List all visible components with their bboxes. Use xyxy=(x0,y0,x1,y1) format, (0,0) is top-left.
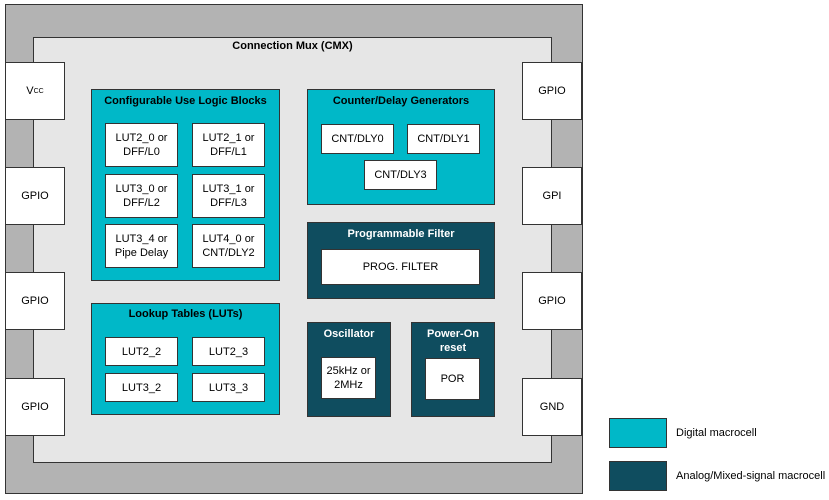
por-cell: POR xyxy=(425,358,480,400)
pin-left-2: GPIO xyxy=(5,167,65,225)
logic-cell: LUT3_1 or DFF/L3 xyxy=(192,174,265,218)
por-title: Power-On reset xyxy=(427,328,479,354)
lut-cell: LUT3_3 xyxy=(192,373,265,402)
legend-digital-label: Digital macrocell xyxy=(676,427,757,439)
pin-vcc-label: V xyxy=(26,85,34,97)
counters-title: Counter/Delay Generators xyxy=(332,95,470,107)
filter-title: Programmable Filter xyxy=(347,228,455,240)
pin-vcc-subscript: CC xyxy=(33,87,44,95)
pin-right-4: GND xyxy=(522,378,582,436)
oscillator-cell: 25kHz or 2MHz xyxy=(321,357,376,399)
logic-cell: LUT3_0 or DFF/L2 xyxy=(105,174,178,218)
luts-title: Lookup Tables (LUTs) xyxy=(128,308,243,320)
legend-analog-label: Analog/Mixed-signal macrocell xyxy=(676,470,826,482)
lut-cell: LUT2_3 xyxy=(192,337,265,366)
lut-cell: LUT2_2 xyxy=(105,337,178,366)
lut-cell: LUT3_2 xyxy=(105,373,178,402)
pin-right-1: GPIO xyxy=(522,62,582,120)
pin-right-3: GPIO xyxy=(522,272,582,330)
pin-left-4: GPIO xyxy=(5,378,65,436)
counter-cell: CNT/DLY0 xyxy=(321,124,394,154)
logic-cell: LUT2_0 or DFF/L0 xyxy=(105,123,178,167)
oscillator-title: Oscillator xyxy=(323,328,375,340)
legend-analog-swatch xyxy=(609,461,667,491)
logic-blocks-title: Configurable Use Logic Blocks xyxy=(104,95,267,107)
logic-cell: LUT4_0 or CNT/DLY2 xyxy=(192,224,265,268)
pin-right-2: GPI xyxy=(522,167,582,225)
filter-cell: PROG. FILTER xyxy=(321,249,480,285)
legend-digital-swatch xyxy=(609,418,667,448)
counter-cell: CNT/DLY1 xyxy=(407,124,480,154)
logic-cell: LUT3_4 or Pipe Delay xyxy=(105,224,178,268)
pin-left-3: GPIO xyxy=(5,272,65,330)
logic-cell: LUT2_1 or DFF/L1 xyxy=(192,123,265,167)
counter-cell: CNT/DLY3 xyxy=(364,160,437,190)
cmx-title: Connection Mux (CMX) xyxy=(232,40,353,52)
